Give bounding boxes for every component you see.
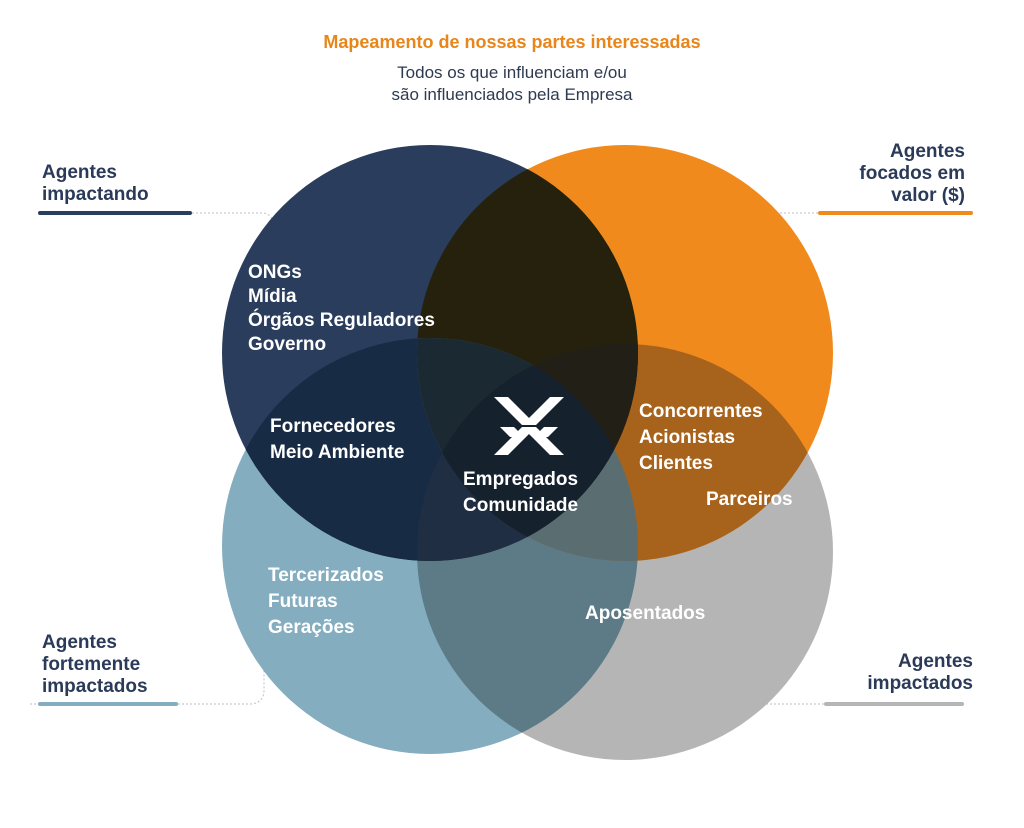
diagram-subtitle: Todos os que influenciam e/ou são influe… (0, 62, 1024, 106)
stakeholder-acionistas: Acionistas (639, 427, 736, 448)
label-agents-value-focused: Agentes focados em valor ($) (859, 141, 965, 206)
stakeholder-geracoes: Gerações (268, 617, 355, 638)
stakeholder-meio-ambiente: Meio Ambiente (270, 442, 405, 463)
label-agents-impacting: Agentes impactando (42, 162, 149, 205)
group-blue-only: Tercerizados Futuras Gerações (268, 563, 384, 641)
label-agents-strongly-impacted: Agentes fortemente impactados (42, 632, 148, 697)
stakeholder-fornecedores: Fornecedores (270, 416, 396, 437)
connector-top-left (192, 212, 275, 227)
group-orange-gray-overlap: Concorrentes Acionistas Clientes (639, 399, 763, 477)
subtitle-line-1: Todos os que influenciam e/ou (397, 63, 627, 82)
stakeholder-concorrentes: Concorrentes (639, 401, 763, 422)
stakeholder-comunidade: Comunidade (463, 495, 579, 516)
stakeholder-aposentados: Aposentados (585, 603, 706, 624)
bar-gray (824, 702, 964, 706)
label-agents-impacted: Agentes impactados (867, 651, 973, 694)
stakeholder-midia: Mídia (248, 286, 297, 307)
group-navy-blue-overlap: Fornecedores Meio Ambiente (270, 414, 404, 466)
bar-steel-blue (38, 702, 178, 706)
stakeholder-futuras: Futuras (268, 591, 338, 612)
group-navy-only: ONGs Mídia Órgãos Reguladores Governo (248, 261, 435, 357)
connector-bottom-left (30, 666, 265, 705)
bar-navy (38, 211, 192, 215)
group-gray-edge: Parceiros (706, 487, 793, 513)
stakeholder-ongs: ONGs (248, 262, 302, 283)
company-logo-icon (494, 397, 564, 455)
stakeholder-tercerizados: Tercerizados (268, 565, 384, 586)
bar-orange (818, 211, 973, 215)
group-gray-only: Aposentados (585, 601, 705, 627)
stakeholder-governo: Governo (248, 334, 327, 355)
stakeholder-parceiros: Parceiros (706, 489, 793, 510)
stakeholder-empregados: Empregados (463, 469, 579, 490)
subtitle-line-2: são influenciados pela Empresa (391, 85, 633, 104)
diagram-title: Mapeamento de nossas partes interessadas (323, 32, 701, 52)
stakeholder-orgaos-reguladores: Órgãos Reguladores (248, 310, 435, 331)
stakeholder-clientes: Clientes (639, 453, 713, 474)
group-center: Empregados Comunidade (463, 467, 578, 519)
